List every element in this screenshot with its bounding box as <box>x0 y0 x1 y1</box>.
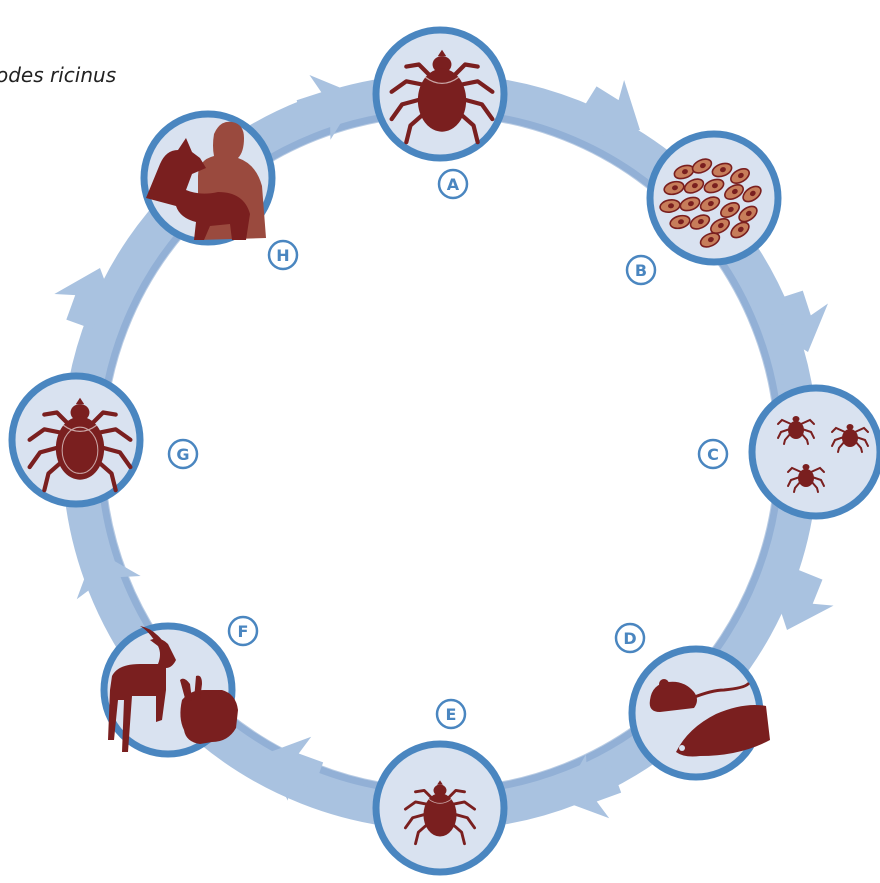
label-e: E <box>437 700 465 728</box>
label-h: H <box>269 241 297 269</box>
svg-text:G: G <box>176 445 189 464</box>
stage-c-node <box>752 388 880 516</box>
svg-text:E: E <box>446 705 457 724</box>
label-d: D <box>616 624 644 652</box>
stage-h-node <box>144 114 272 242</box>
svg-text:B: B <box>635 261 647 280</box>
svg-text:D: D <box>623 629 636 648</box>
stage-a-node <box>376 30 504 158</box>
diagram-title: odes ricinus <box>0 63 116 87</box>
stage-f-node <box>104 626 238 754</box>
label-f: F <box>229 617 257 645</box>
label-a: A <box>439 170 467 198</box>
svg-text:H: H <box>276 246 289 265</box>
label-b: B <box>627 256 655 284</box>
stage-b-node <box>650 134 778 262</box>
svg-text:F: F <box>238 622 249 641</box>
label-g: G <box>169 440 197 468</box>
svg-text:A: A <box>447 175 460 194</box>
stage-e-node <box>376 744 504 872</box>
stage-g-node <box>12 376 140 504</box>
label-c: C <box>699 440 727 468</box>
svg-text:C: C <box>707 445 719 464</box>
